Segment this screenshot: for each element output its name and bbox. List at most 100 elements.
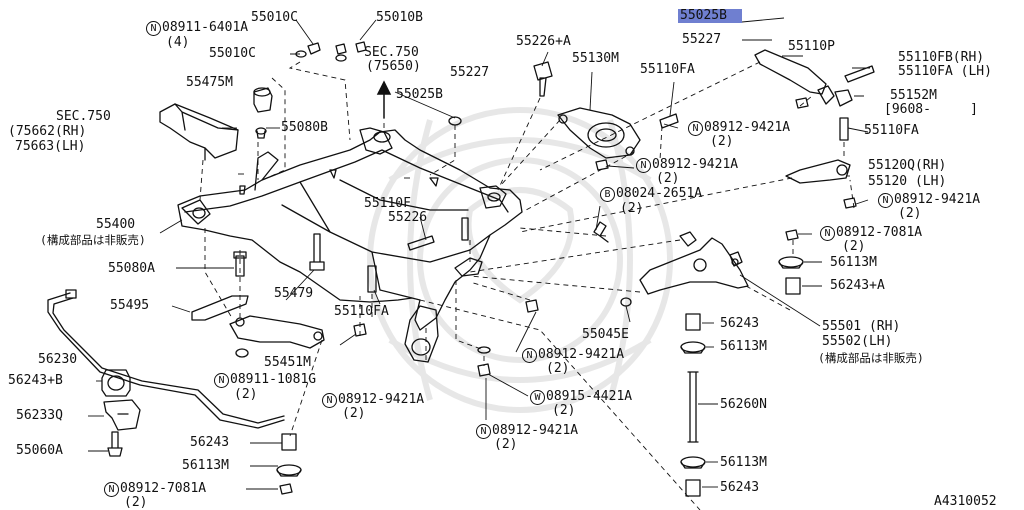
bushing-56243: [685, 479, 701, 497]
n-mark-icon: N: [688, 121, 703, 136]
label-56260n[interactable]: 56260N: [720, 397, 767, 412]
label-56243a[interactable]: 56243+A: [830, 278, 885, 293]
bolt-55110fa-top: [659, 113, 679, 129]
part-number: 08912-7081A: [836, 225, 923, 240]
qty-9421a-e: (2): [546, 361, 570, 376]
label-56233q[interactable]: 56233Q: [16, 408, 63, 423]
upper-arm-55130m[interactable]: [557, 107, 641, 159]
bolt-55226a: [533, 61, 553, 97]
label-55045e[interactable]: 55045E: [582, 327, 629, 342]
label-55025b-top-highlighted[interactable]: 55025B: [678, 9, 742, 23]
label-55110fa-lh[interactable]: 55110FA (LH): [898, 64, 992, 79]
label-55080a[interactable]: 55080A: [108, 261, 155, 276]
diagram-reference-code: A4310052: [934, 494, 997, 509]
spring-seat-56113m: [680, 456, 706, 468]
n-mark-icon: N: [104, 482, 119, 497]
label-55451m[interactable]: 55451M: [264, 355, 311, 370]
nut-icon: [785, 229, 799, 241]
label-sec750-left[interactable]: SEC.750: [56, 109, 111, 124]
differential-mount-bracket[interactable]: [159, 103, 239, 161]
label-55010c-mid[interactable]: 55010C: [209, 46, 256, 61]
note-not-sold-2: (構成部品は非販売): [818, 351, 924, 365]
label-55120-lh[interactable]: 55120 (LH): [868, 174, 947, 189]
spring-seat-56113m: [680, 341, 706, 353]
note-not-sold-1: (構成部品は非販売): [40, 233, 146, 247]
label-56243-r2[interactable]: 56243: [720, 480, 760, 495]
trailing-link-55120q[interactable]: [785, 159, 851, 184]
label-56113m-left[interactable]: 56113M: [182, 458, 229, 473]
lower-arm-55501[interactable]: [639, 231, 749, 295]
nut-icon: [843, 197, 857, 209]
label-55060a[interactable]: 55060A: [16, 443, 63, 458]
bushing-56243b[interactable]: [101, 369, 131, 397]
label-55110f[interactable]: 55110F: [364, 196, 411, 211]
n-mark-icon: N: [476, 424, 491, 439]
nut-icon: [448, 116, 462, 126]
label-55227-mid[interactable]: 55227: [450, 65, 490, 80]
label-55110fa-right[interactable]: 55110FA: [864, 123, 919, 138]
label-55226a[interactable]: 55226+A: [516, 34, 571, 49]
n-mark-icon: N: [636, 158, 651, 173]
part-number: 08912-9421A: [538, 347, 625, 362]
label-55110fa-top[interactable]: 55110FA: [640, 62, 695, 77]
label-55502-lh[interactable]: 55502(LH): [822, 334, 893, 349]
label-56113m-r1[interactable]: 56113M: [830, 255, 877, 270]
label-55479[interactable]: 55479: [274, 286, 314, 301]
label-55400[interactable]: 55400: [96, 217, 136, 232]
bolt-icon: [107, 431, 123, 457]
label-55226-mid[interactable]: 55226: [388, 210, 428, 225]
label-55501-rh[interactable]: 55501 (RH): [822, 319, 901, 334]
label-55010c-top[interactable]: 55010C: [251, 10, 298, 25]
label-55110fb-rh[interactable]: 55110FB(RH): [898, 50, 985, 65]
label-56243-r1[interactable]: 56243: [720, 316, 760, 331]
label-55227-top[interactable]: 55227: [682, 32, 722, 47]
label-55130m[interactable]: 55130M: [572, 51, 619, 66]
part-number: 08911-6401A: [162, 20, 249, 35]
label-55110p[interactable]: 55110P: [788, 39, 835, 54]
stabilizer-bar-56230[interactable]: [47, 289, 285, 429]
bolt-55110fb: [844, 65, 875, 83]
plate-55495: [191, 295, 249, 321]
label-55110fa-mid[interactable]: 55110FA: [334, 304, 389, 319]
qty-9421a-c: (2): [656, 171, 680, 186]
label-55120q-rh[interactable]: 55120Q(RH): [868, 158, 947, 173]
label-55475m[interactable]: 55475M: [186, 75, 233, 90]
bracket-55451m[interactable]: [229, 315, 325, 349]
spring-seat-56113m: [276, 464, 302, 476]
label-55495[interactable]: 55495: [110, 298, 150, 313]
nut-icon: [525, 299, 539, 313]
label-56113m-r3[interactable]: 56113M: [720, 455, 767, 470]
label-56243-left[interactable]: 56243: [190, 435, 230, 450]
label-sec750-top[interactable]: SEC.750: [364, 45, 419, 60]
label-56230[interactable]: 56230: [38, 352, 78, 367]
rear-crossmember[interactable]: [177, 127, 523, 363]
qty-4421a: (2): [552, 403, 576, 418]
label-56243b[interactable]: 56243+B: [8, 373, 63, 388]
nut-icon: [595, 159, 609, 171]
label-56113m-r2[interactable]: 56113M: [720, 339, 767, 354]
lateral-link-55110p[interactable]: [754, 49, 853, 107]
washer-icon: [335, 54, 347, 62]
mount-55475m[interactable]: [253, 87, 273, 139]
part-number: 08915-4421A: [546, 389, 633, 404]
label-55025b-mid[interactable]: 55025B: [396, 87, 443, 102]
label-55152m[interactable]: 55152M: [890, 88, 937, 103]
bushing-56243: [685, 313, 701, 331]
n-mark-icon: N: [322, 393, 337, 408]
label-55010b[interactable]: 55010B: [376, 10, 423, 25]
part-number: 08024-2651A: [616, 186, 703, 201]
label-55080b[interactable]: 55080B: [281, 120, 328, 135]
arrow-up-icon: [376, 80, 392, 118]
